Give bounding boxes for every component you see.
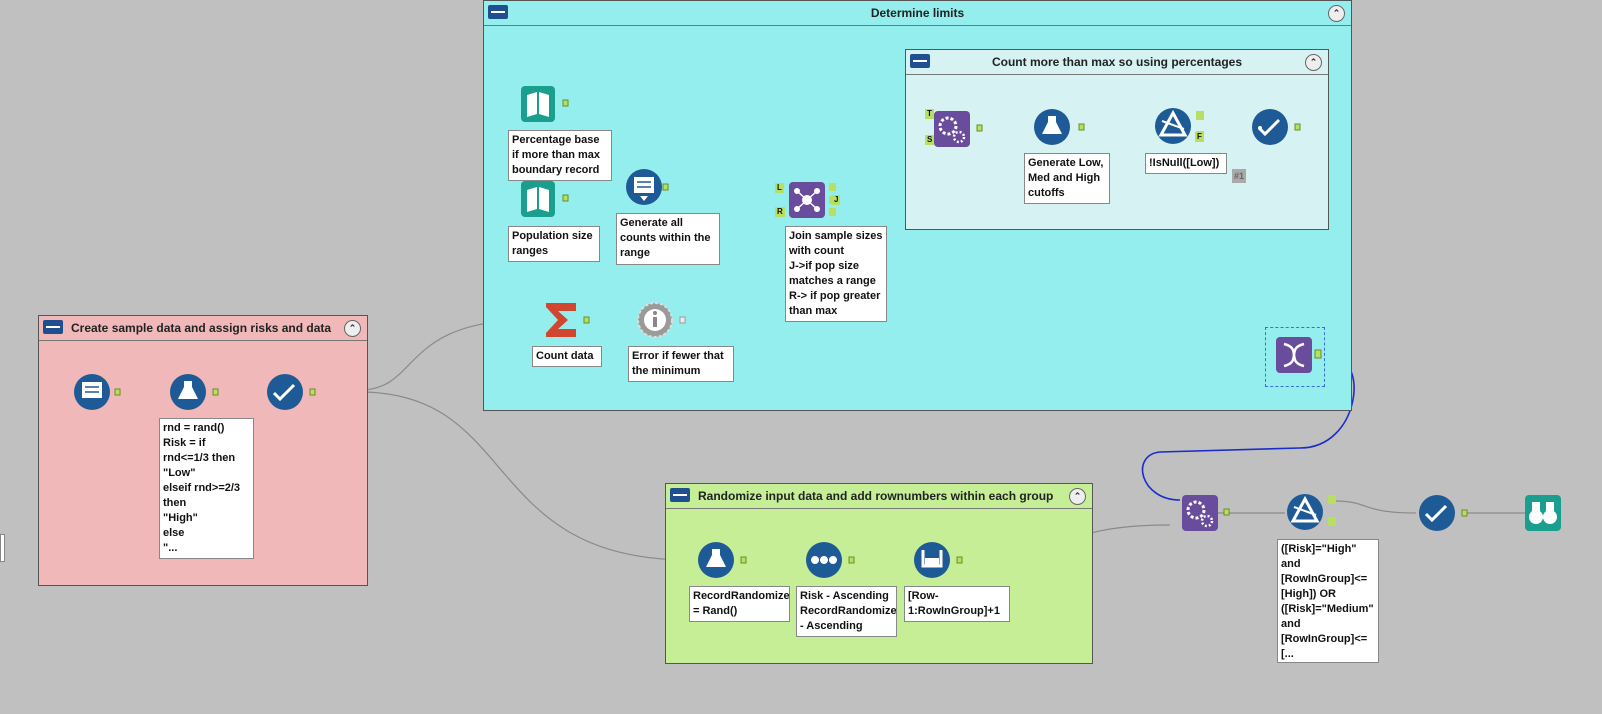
checkmark-icon: [267, 374, 316, 410]
append-fields-tool[interactable]: [931, 109, 987, 154]
append-fields-tool-2[interactable]: [1180, 493, 1236, 538]
anchor-r: R: [775, 207, 785, 217]
info-icon: [637, 302, 686, 338]
annotation-count-data: Count data: [532, 346, 602, 367]
input-data-tool[interactable]: [519, 86, 569, 127]
container-icon: [43, 320, 63, 334]
collapse-button[interactable]: ⌃: [1328, 5, 1345, 22]
annotation-percentage-base: Percentage base if more than max boundar…: [508, 130, 612, 181]
formula-tool[interactable]: [1033, 108, 1089, 153]
checkmark-icon: [1252, 109, 1301, 145]
multi-row-formula-tool[interactable]: [912, 540, 968, 585]
anchor-j: J: [832, 195, 841, 205]
gears-icon: [934, 111, 983, 147]
container-icon: [910, 54, 930, 68]
anchor-f: F: [1195, 132, 1204, 142]
anchor-l: L: [775, 183, 784, 193]
container-title: Determine limits: [870, 6, 965, 20]
join-tool[interactable]: [785, 180, 845, 225]
generate-rows-tool-2[interactable]: [70, 372, 126, 417]
container-header: Create sample data and assign risks and …: [39, 316, 367, 341]
gears-icon: [1182, 495, 1230, 531]
message-tool[interactable]: [636, 301, 692, 344]
filter-tool-2[interactable]: [1286, 493, 1346, 538]
annotation-generate-counts: Generate all counts within the range: [616, 213, 720, 265]
binoculars-icon: [1525, 495, 1561, 531]
container-header: Determine limits ⌃: [484, 1, 1351, 26]
sort-tool[interactable]: [804, 540, 860, 585]
container-header: Randomize input data and add rownumbers …: [666, 484, 1092, 509]
browse-tool[interactable]: [1523, 493, 1563, 538]
annotation-sort-desc: Risk - Ascending RecordRandomizer - Asce…: [796, 586, 897, 637]
filter-icon: [1155, 108, 1204, 144]
select-tool-3[interactable]: [1417, 493, 1473, 538]
container-title: Randomize input data and add rownumbers …: [698, 489, 1054, 503]
flask-icon: [1034, 109, 1085, 145]
container-icon: [670, 488, 690, 502]
join-icon: [789, 182, 836, 218]
formula-tool-2[interactable]: [168, 372, 224, 417]
book-icon: [521, 181, 569, 217]
anchor-t: T: [925, 109, 934, 119]
connection-badge: #1: [1232, 169, 1246, 183]
anchor-s: S: [925, 135, 935, 145]
summarize-tool[interactable]: [540, 301, 596, 344]
container-header: Count more than max so using percentages…: [906, 50, 1328, 75]
canvas-edge-box: [0, 534, 5, 562]
sort-dots-icon: [806, 542, 855, 578]
input-data-tool-2[interactable]: [519, 181, 569, 222]
formula-tool-3[interactable]: [696, 540, 752, 585]
annotation-join-sizes: Join sample sizes with count J->if pop s…: [785, 226, 887, 322]
annotation-isnull-low: !IsNull([Low]): [1145, 153, 1227, 174]
sigma-icon: [546, 303, 590, 337]
book-icon: [521, 86, 569, 122]
collapse-button[interactable]: ⌃: [344, 320, 361, 337]
annotation-rnd-formula: rnd = rand() Risk = if rnd<=1/3 then "Lo…: [159, 418, 254, 559]
container-title: Count more than max so using percentages: [991, 55, 1243, 69]
annotation-row-in-group: [Row-1:RowInGroup]+1: [904, 586, 1010, 622]
annotation-final-filter: ([Risk]="High" and [RowInGroup]<=[High])…: [1277, 539, 1379, 663]
bucket-icon: [914, 542, 963, 578]
select-tool[interactable]: [1251, 108, 1307, 153]
generate-rows-tool[interactable]: [618, 168, 672, 213]
dna-icon: [1276, 337, 1322, 373]
generate-rows-icon: [626, 169, 669, 205]
filter-tool[interactable]: [1154, 107, 1214, 152]
container-icon: [488, 5, 508, 19]
flask-icon: [698, 542, 747, 578]
annotation-error-fewer: Error if fewer that the minimum: [628, 346, 734, 382]
select-tool-2[interactable]: [265, 372, 321, 417]
annotation-record-randomizer: RecordRandomizer = Rand(): [689, 586, 790, 622]
collapse-button[interactable]: ⌃: [1069, 488, 1086, 505]
container-title: Create sample data and assign risks and …: [71, 321, 332, 335]
annotation-generate-cutoffs: Generate Low, Med and High cutoffs: [1024, 153, 1110, 204]
dynamic-tool[interactable]: [1265, 327, 1325, 387]
checkmark-icon: [1419, 495, 1468, 531]
collapse-button[interactable]: ⌃: [1305, 54, 1322, 71]
generate-rows-icon: [74, 374, 121, 410]
flask-icon: [170, 374, 219, 410]
filter-icon: [1287, 494, 1336, 530]
annotation-population-ranges: Population size ranges: [508, 226, 600, 262]
